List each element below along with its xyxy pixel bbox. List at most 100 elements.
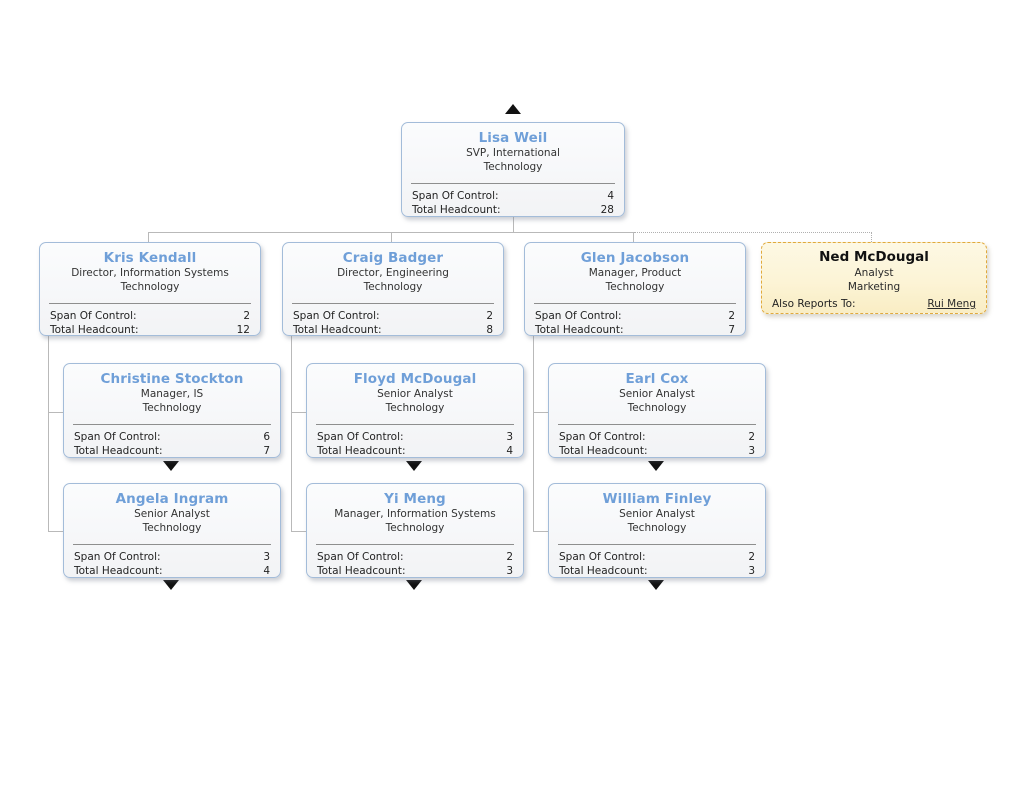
stat-row-span-of-control: Span Of Control: 2 <box>559 550 755 564</box>
stat-label: Total Headcount: <box>559 445 648 457</box>
org-node-ned-mcdougal[interactable]: Ned McDougal Analyst Marketing Also Repo… <box>761 242 987 314</box>
stat-row-span-of-control: Span Of Control: 3 <box>317 430 513 444</box>
also-reports-to-row: Also Reports To: Rui Meng <box>762 296 986 313</box>
org-node-header: Glen Jacobson Manager, Product Technolog… <box>525 243 745 300</box>
stat-row-total-headcount: Total Headcount: 4 <box>317 444 513 457</box>
stat-row-total-headcount: Total Headcount: 7 <box>535 323 735 336</box>
stat-label: Span Of Control: <box>74 551 161 563</box>
org-node-title: Analyst <box>854 267 894 279</box>
connector-dotted-bus-alt <box>634 232 872 233</box>
stat-label: Total Headcount: <box>74 565 163 577</box>
org-node-title: Manager, Information Systems <box>334 508 496 520</box>
connector-elbow-earl-cox <box>533 412 549 413</box>
org-node-divider <box>411 183 615 184</box>
connector-spine-craig-badger <box>291 336 292 531</box>
org-node-name: Glen Jacobson <box>580 250 690 266</box>
org-node-department: Technology <box>483 161 543 173</box>
org-node-header: Angela Ingram Senior Analyst Technology <box>64 484 280 541</box>
children-indicator-arrow-earl-cox[interactable] <box>648 461 664 471</box>
org-node-department: Technology <box>385 522 445 534</box>
stat-label: Span Of Control: <box>559 551 646 563</box>
stat-value: 7 <box>728 324 735 336</box>
stat-value: 2 <box>486 310 493 322</box>
also-reports-to-link[interactable]: Rui Meng <box>927 298 976 310</box>
stat-label: Span Of Control: <box>74 431 161 443</box>
connector-drop-craig-badger <box>391 232 392 242</box>
org-node-header: Floyd McDougal Senior Analyst Technology <box>307 364 523 421</box>
stat-value: 4 <box>263 565 270 577</box>
org-node-craig-badger[interactable]: Craig Badger Director, Engineering Techn… <box>282 242 504 336</box>
connector-spine-glen-jacobson <box>533 336 534 531</box>
org-node-christine-stockton[interactable]: Christine Stockton Manager, IS Technolog… <box>63 363 281 458</box>
org-node-header: William Finley Senior Analyst Technology <box>549 484 765 541</box>
org-node-title: Director, Engineering <box>337 267 449 279</box>
org-node-department: Technology <box>363 281 423 293</box>
org-node-william-finley[interactable]: William Finley Senior Analyst Technology… <box>548 483 766 578</box>
stat-row-span-of-control: Span Of Control: 2 <box>50 309 250 323</box>
org-node-title: Senior Analyst <box>377 388 453 400</box>
org-node-stats: Span Of Control: 3 Total Headcount: 4 <box>307 425 523 457</box>
stat-label: Total Headcount: <box>317 565 406 577</box>
org-node-header: Kris Kendall Director, Information Syste… <box>40 243 260 300</box>
stat-row-span-of-control: Span Of Control: 2 <box>535 309 735 323</box>
org-node-stats: Span Of Control: 6 Total Headcount: 7 <box>64 425 280 457</box>
org-node-kris-kendall[interactable]: Kris Kendall Director, Information Syste… <box>39 242 261 336</box>
org-node-name: Ned McDougal <box>819 249 929 265</box>
org-node-header: Lisa Weil SVP, International Technology <box>402 123 624 180</box>
org-node-name: Craig Badger <box>342 250 444 266</box>
org-node-floyd-mcdougal[interactable]: Floyd McDougal Senior Analyst Technology… <box>306 363 524 458</box>
org-node-header: Earl Cox Senior Analyst Technology <box>549 364 765 421</box>
org-node-stats: Span Of Control: 2 Total Headcount: 3 <box>549 545 765 577</box>
stat-row-total-headcount: Total Headcount: 8 <box>293 323 493 335</box>
org-node-department: Technology <box>142 522 202 534</box>
stat-value: 2 <box>748 551 755 563</box>
org-node-divider <box>558 544 756 545</box>
org-node-yi-meng[interactable]: Yi Meng Manager, Information Systems Tec… <box>306 483 524 578</box>
connector-elbow-angela-ingram <box>48 531 64 532</box>
org-node-stats: Span Of Control: 2 Total Headcount: 7 <box>525 304 745 336</box>
org-node-divider <box>73 544 271 545</box>
stat-value: 2 <box>243 310 250 322</box>
stat-label: Span Of Control: <box>50 310 137 322</box>
stat-row-total-headcount: Total Headcount: 7 <box>74 444 270 457</box>
stat-label: Span Of Control: <box>535 310 622 322</box>
org-node-lisa-weil[interactable]: Lisa Weil SVP, International Technology … <box>401 122 625 217</box>
stat-row-span-of-control: Span Of Control: 6 <box>74 430 270 444</box>
stat-row-span-of-control: Span Of Control: 2 <box>293 309 493 323</box>
stat-row-span-of-control: Span Of Control: 3 <box>74 550 270 564</box>
org-node-divider <box>292 303 494 304</box>
stat-value: 3 <box>506 565 513 577</box>
also-reports-to-label: Also Reports To: <box>772 298 856 310</box>
parent-indicator-arrow-lisa-weil[interactable] <box>505 104 521 114</box>
stat-row-total-headcount: Total Headcount: 28 <box>412 203 614 216</box>
stat-value: 3 <box>263 551 270 563</box>
stat-label: Total Headcount: <box>559 565 648 577</box>
stat-label: Span Of Control: <box>412 190 499 202</box>
org-node-angela-ingram[interactable]: Angela Ingram Senior Analyst Technology … <box>63 483 281 578</box>
connector-spine-kris-kendall <box>48 336 49 531</box>
children-indicator-arrow-christine-stockton[interactable] <box>163 461 179 471</box>
org-node-divider <box>49 303 251 304</box>
org-node-earl-cox[interactable]: Earl Cox Senior Analyst Technology Span … <box>548 363 766 458</box>
children-indicator-arrow-william-finley[interactable] <box>648 580 664 590</box>
org-node-title: Senior Analyst <box>619 388 695 400</box>
org-node-title: Senior Analyst <box>134 508 210 520</box>
org-node-divider <box>73 424 271 425</box>
stat-value: 12 <box>236 324 250 336</box>
children-indicator-arrow-angela-ingram[interactable] <box>163 580 179 590</box>
org-node-name: Lisa Weil <box>478 130 548 146</box>
org-node-header: Yi Meng Manager, Information Systems Tec… <box>307 484 523 541</box>
stat-label: Span Of Control: <box>559 431 646 443</box>
org-node-department: Technology <box>142 402 202 414</box>
org-node-header: Ned McDougal Analyst Marketing <box>762 243 986 296</box>
org-node-stats: Span Of Control: 2 Total Headcount: 3 <box>307 545 523 577</box>
org-node-stats: Span Of Control: 2 Total Headcount: 3 <box>549 425 765 457</box>
children-indicator-arrow-floyd-mcdougal[interactable] <box>406 461 422 471</box>
stat-row-total-headcount: Total Headcount: 12 <box>50 323 250 336</box>
org-node-name: William Finley <box>602 491 712 507</box>
org-node-glen-jacobson[interactable]: Glen Jacobson Manager, Product Technolog… <box>524 242 746 336</box>
stat-value: 2 <box>748 431 755 443</box>
org-node-department: Technology <box>385 402 445 414</box>
children-indicator-arrow-yi-meng[interactable] <box>406 580 422 590</box>
org-node-header: Christine Stockton Manager, IS Technolog… <box>64 364 280 421</box>
